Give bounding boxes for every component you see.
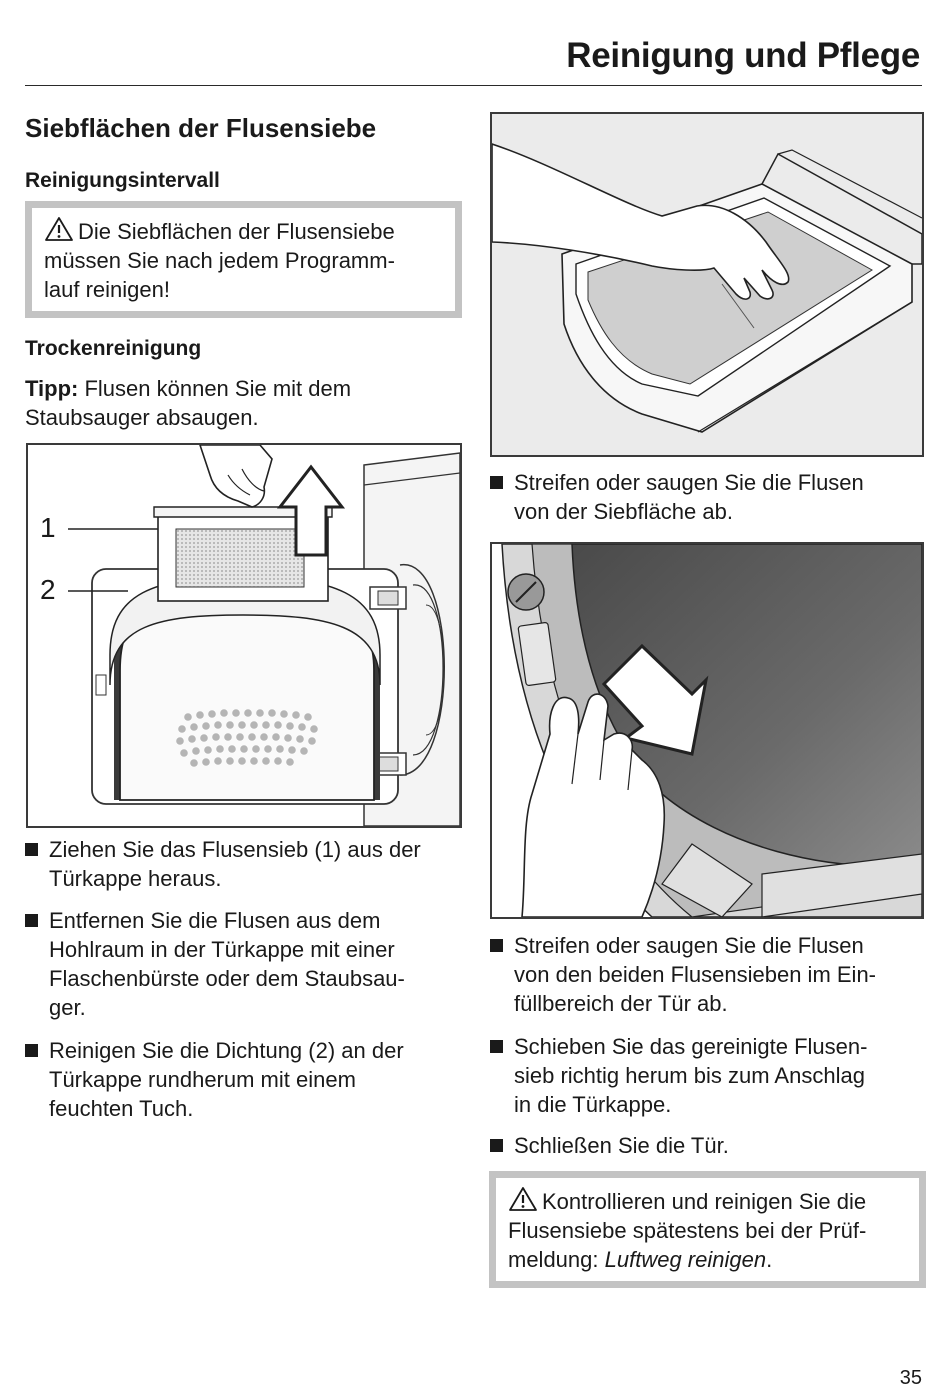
warning-text: meldung: — [508, 1247, 605, 1272]
warning-line-2: müssen Sie nach jedem Programm- — [44, 248, 395, 273]
list-item-text: Streifen oder saugen Sie die Flusen — [514, 933, 864, 958]
list-item-text: Entfernen Sie die Flusen aus dem — [49, 908, 381, 933]
list-item-text: sieb richtig herum bis zum Anschlag — [514, 1063, 865, 1088]
warning-text: Kontrollieren und reinigen Sie die — [542, 1189, 867, 1214]
list-item-text: Türkappe heraus. — [49, 866, 222, 891]
tip-text-line-2: Staubsauger absaugen. — [25, 405, 259, 430]
bullet-square-icon — [25, 914, 38, 927]
page-number: 35 — [899, 1367, 922, 1389]
list-item: Ziehen Sie das Flusensieb (1) aus der Tü… — [25, 835, 465, 895]
list-item-text: Türkappe rundherum mit einem — [49, 1067, 356, 1092]
wipe-filter-illustration — [492, 114, 922, 455]
bullet-square-icon — [490, 1040, 503, 1053]
figure-wipe-filter — [490, 112, 924, 457]
list-item-text: in die Türkappe. — [514, 1092, 672, 1117]
bullet-square-icon — [25, 843, 38, 856]
message-name: Luftweg reinigen — [604, 1247, 767, 1272]
bullet-square-icon — [490, 476, 503, 489]
list-item-text: Hohlraum in der Türkappe mit einer — [49, 937, 395, 962]
list-item-text: Schieben Sie das gereinigte Flusen- — [514, 1034, 868, 1059]
list-item-text: feuchten Tuch. — [49, 1096, 194, 1121]
list-item-text: Ziehen Sie das Flusensieb (1) aus der — [49, 837, 421, 862]
warning-line-3: lauf reinigen! — [44, 277, 170, 302]
door-filter-illustration — [68, 445, 460, 826]
bullet-square-icon — [490, 1139, 503, 1152]
warning-box-check: Kontrollieren und reinigen Sie die Fluse… — [489, 1171, 926, 1288]
list-item: Streifen oder saugen Sie die Flusen von … — [490, 468, 930, 528]
warning-box-interval: Die Siebflächen der Flusensiebe müssen S… — [25, 201, 462, 318]
list-item-text: ger. — [49, 995, 86, 1020]
tip-label: Tipp: — [25, 376, 79, 401]
list-item: Reinigen Sie die Dichtung (2) an der Tür… — [25, 1036, 465, 1126]
figure-wipe-door-filters — [490, 542, 924, 919]
wipe-door-filters-illustration — [492, 544, 922, 917]
warning-line-1: Kontrollieren und reinigen Sie die — [508, 1186, 907, 1216]
figure-label-1: 1 — [40, 512, 56, 543]
list-item-text: von den beiden Flusensieben im Ein- — [514, 962, 877, 987]
warning-line-3: meldung: Luftweg reinigen. — [508, 1245, 907, 1274]
tip-text: Flusen können Sie mit dem — [78, 376, 352, 401]
list-item-text: Streifen oder saugen Sie die Flusen — [514, 470, 864, 495]
figure-label-2: 2 — [40, 574, 56, 605]
figure-door-filter — [26, 443, 462, 828]
page-heading: Siebflächen der Flusensiebe — [25, 113, 377, 143]
list-item-text: füllbereich der Tür ab. — [514, 991, 728, 1016]
list-item-text: Reinigen Sie die Dichtung (2) an der — [49, 1038, 404, 1063]
interval-heading: Reinigungsintervall — [25, 169, 220, 192]
dry-cleaning-heading: Trockenreinigung — [25, 337, 202, 360]
warning-text: . — [766, 1247, 773, 1272]
header-divider — [25, 85, 922, 86]
warning-triangle-icon — [509, 1187, 537, 1211]
warning-text: Die Siebflächen der Flusensiebe — [78, 219, 395, 244]
warning-line-2: Flusensiebe spätestens bei der Prüf- — [508, 1218, 867, 1243]
list-item: Schieben Sie das gereinigte Flusen- sieb… — [490, 1032, 930, 1122]
bullet-square-icon — [25, 1044, 38, 1057]
bullet-square-icon — [490, 939, 503, 952]
list-item: Entfernen Sie die Flusen aus dem Hohlrau… — [25, 906, 465, 1026]
list-item-text: von der Siebfläche ab. — [514, 499, 733, 524]
section-title: Reinigung und Pflege — [566, 36, 920, 75]
tip-paragraph: Tipp: Flusen können Sie mit dem Staubsau… — [25, 374, 351, 432]
warning-line-1: Die Siebflächen der Flusensiebe — [44, 216, 443, 246]
list-item: Schließen Sie die Tür. — [490, 1131, 930, 1161]
list-item-text: Schließen Sie die Tür. — [514, 1133, 729, 1158]
warning-triangle-icon — [45, 217, 73, 241]
list-item: Streifen oder saugen Sie die Flusen von … — [490, 931, 930, 1021]
list-item-text: Flaschenbürste oder dem Staubsau- — [49, 966, 405, 991]
